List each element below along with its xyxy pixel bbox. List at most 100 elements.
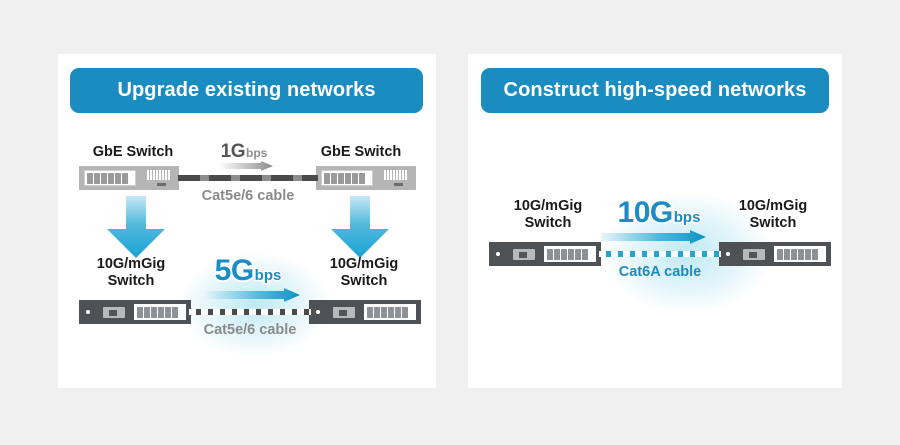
switch-port	[374, 306, 380, 312]
switch-port	[115, 178, 121, 184]
switch-port	[568, 248, 574, 254]
switch-port	[115, 172, 121, 178]
switch-port	[359, 172, 365, 178]
switch-port	[338, 172, 344, 178]
switch-port	[158, 306, 164, 312]
switch-port-row	[547, 254, 593, 260]
switch-port	[331, 172, 337, 178]
switch-port	[101, 178, 107, 184]
switch-port	[108, 172, 114, 178]
switch-led	[86, 310, 90, 314]
switch-port	[575, 248, 581, 254]
switch-port	[331, 178, 337, 184]
switch-port-row	[87, 172, 133, 178]
switch-port	[158, 312, 164, 318]
label-mgig-switch-right-right-panel: 10G/mGig Switch	[738, 198, 808, 231]
switch-port	[388, 312, 394, 318]
switch-port-row	[137, 306, 183, 312]
switch-vent	[387, 170, 389, 180]
speed-badge-10g: 10Gbps	[594, 196, 724, 230]
switch-port	[108, 178, 114, 184]
speed-unit-10g: bps	[672, 209, 702, 227]
cable-cat5e-lower	[189, 309, 311, 315]
speed-arrow-1g	[219, 161, 273, 171]
switch-module	[103, 307, 125, 318]
speed-unit-5g: bps	[253, 267, 283, 285]
switch-vent	[150, 170, 152, 180]
speed-unit-1g: bps	[246, 146, 268, 160]
switch-port	[94, 172, 100, 178]
device-gbe-switch-left	[79, 166, 179, 190]
switch-port-block	[321, 170, 373, 186]
switch-vent	[162, 170, 164, 180]
switch-port	[784, 248, 790, 254]
switch-vents	[384, 170, 407, 180]
switch-port	[798, 254, 804, 260]
cable-label-cat5e-lower: Cat5e/6 cable	[203, 322, 297, 338]
switch-vent	[396, 170, 398, 180]
cable-label-cat5e-top: Cat5e/6 cable	[201, 188, 295, 204]
switch-vent	[147, 170, 149, 180]
switch-port	[94, 178, 100, 184]
switch-port-row	[367, 306, 413, 312]
switch-port-row	[87, 178, 133, 184]
switch-port	[381, 312, 387, 318]
switch-port	[151, 306, 157, 312]
switch-port	[359, 178, 365, 184]
switch-port	[402, 306, 408, 312]
switch-vent	[393, 170, 395, 180]
switch-port-row	[547, 248, 593, 254]
label-gbe-switch-left: GbE Switch	[92, 144, 174, 160]
switch-port-row	[777, 254, 823, 260]
switch-port	[345, 178, 351, 184]
switch-port	[172, 312, 178, 318]
label-gbe-switch-right: GbE Switch	[320, 144, 402, 160]
switch-vent	[153, 170, 155, 180]
switch-port	[381, 306, 387, 312]
switch-port	[324, 172, 330, 178]
switch-port	[812, 254, 818, 260]
switch-port	[395, 312, 401, 318]
panel-title-upgrade: Upgrade existing networks	[70, 68, 423, 113]
switch-port	[805, 254, 811, 260]
switch-port	[777, 248, 783, 254]
switch-port-row	[367, 312, 413, 318]
switch-port-row	[324, 172, 370, 178]
switch-port	[87, 172, 93, 178]
switch-port	[791, 248, 797, 254]
switch-port-block	[84, 170, 136, 186]
switch-port	[395, 306, 401, 312]
switch-port	[144, 306, 150, 312]
label-mgig-switch-right-lower: 10G/mGig Switch	[329, 256, 399, 289]
switch-port	[777, 254, 783, 260]
switch-vent	[165, 170, 167, 180]
transition-arrow-left	[107, 196, 165, 258]
switch-module	[513, 249, 535, 260]
switch-port-row	[777, 248, 823, 254]
switch-port	[554, 248, 560, 254]
speed-badge-1g: 1Gbps	[205, 142, 283, 161]
switch-led	[496, 252, 500, 256]
switch-vent	[156, 170, 158, 180]
switch-vent	[399, 170, 401, 180]
switch-port	[101, 172, 107, 178]
switch-port	[144, 312, 150, 318]
switch-module	[333, 307, 355, 318]
device-mgig-switch-right-construct	[719, 242, 831, 266]
switch-port	[172, 306, 178, 312]
switch-port	[561, 254, 567, 260]
switch-port	[575, 254, 581, 260]
switch-port	[367, 306, 373, 312]
device-gbe-switch-right	[316, 166, 416, 190]
label-mgig-switch-left-right-panel: 10G/mGig Switch	[513, 198, 583, 231]
speed-arrow-10g	[601, 230, 706, 244]
switch-port-block	[544, 246, 596, 262]
transition-arrow-right	[331, 196, 389, 258]
speed-badge-5g: 5Gbps	[196, 254, 300, 288]
switch-port	[402, 312, 408, 318]
switch-port	[547, 254, 553, 260]
speed-value-5g: 5G	[213, 254, 256, 288]
switch-vent	[159, 170, 161, 180]
cable-cat6a	[599, 251, 721, 257]
